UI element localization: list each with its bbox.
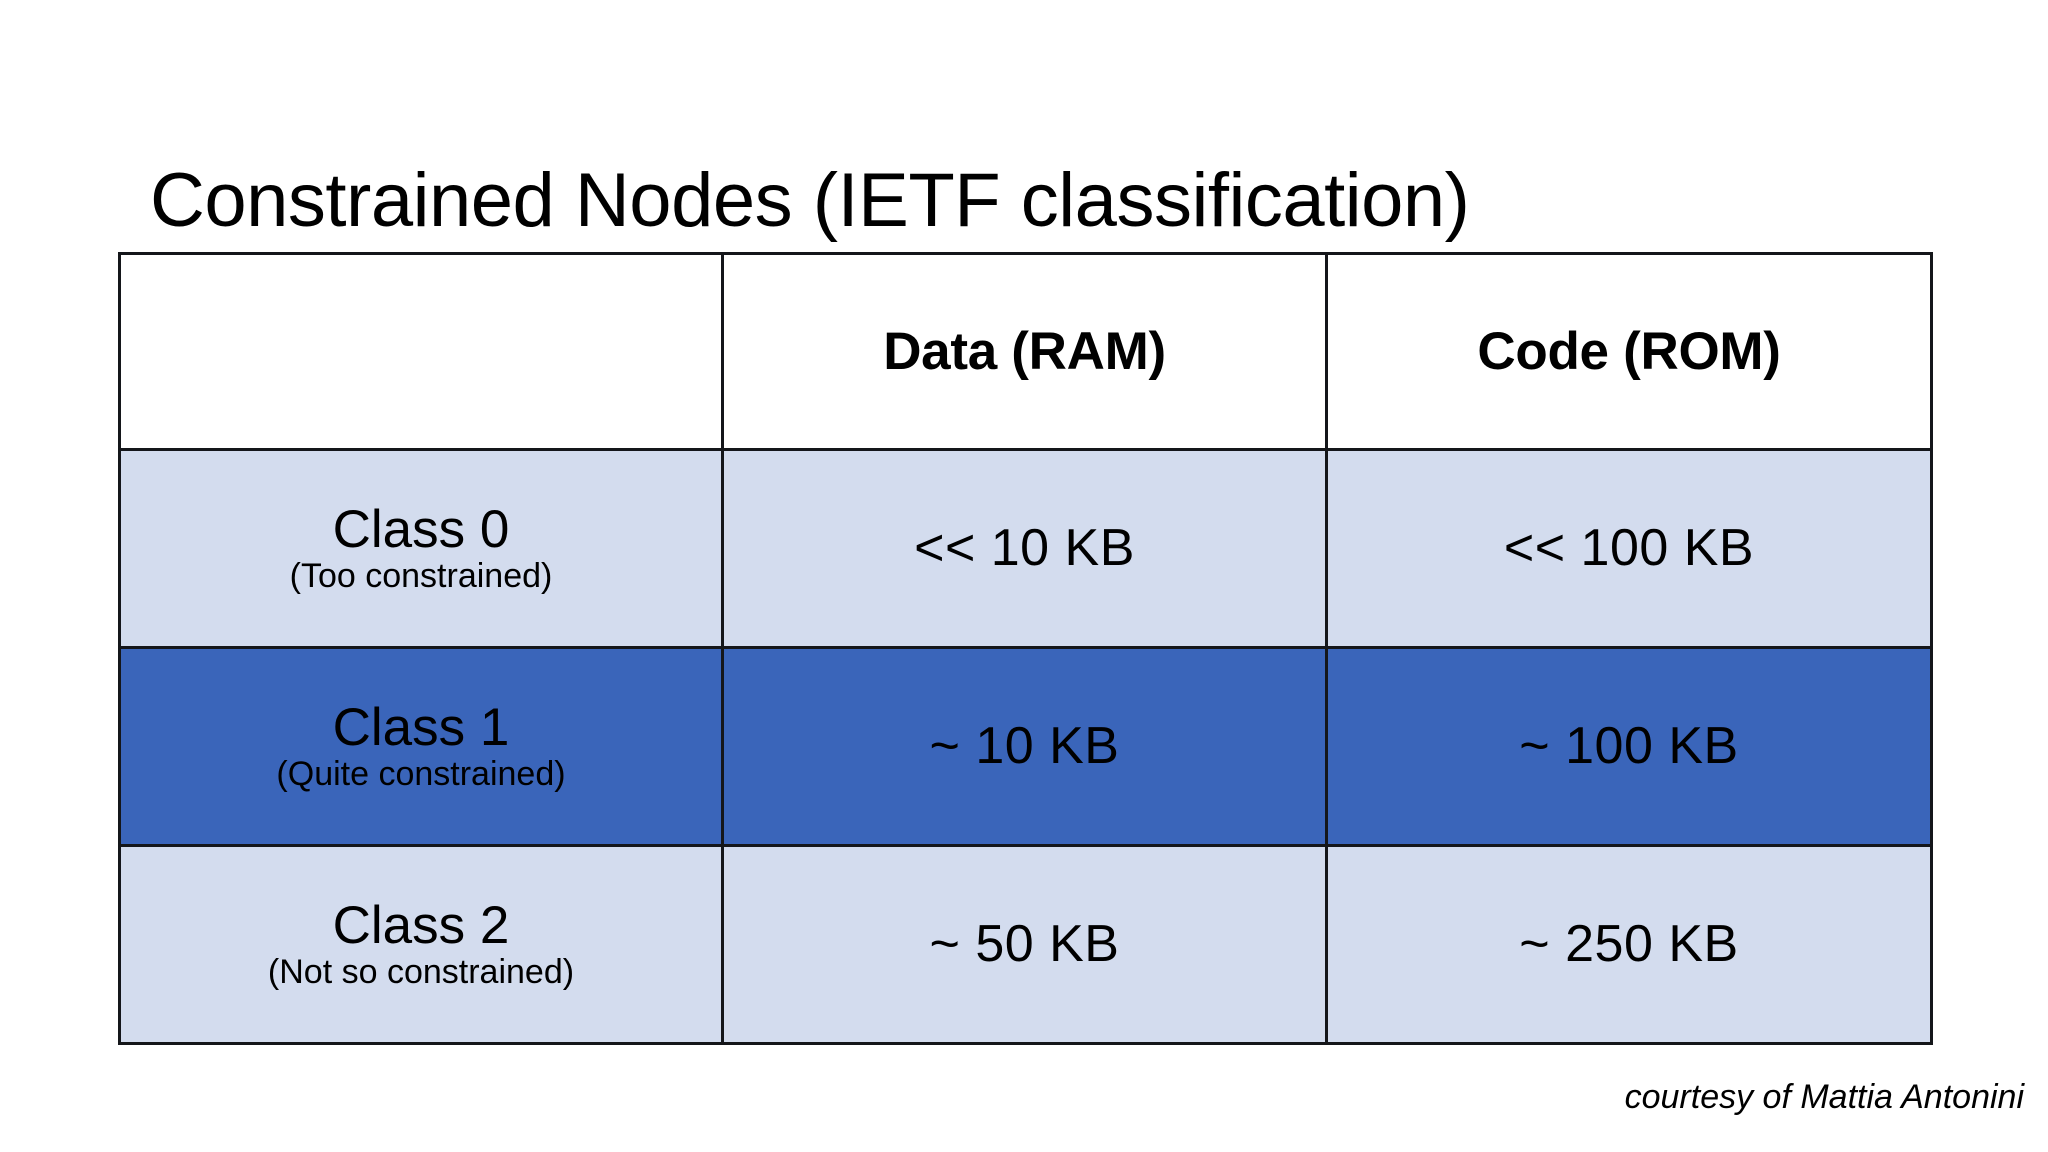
- table-cell-ram: ~ 50 KB: [721, 844, 1328, 1045]
- table-cell-class-label: Class 1 (Quite constrained): [118, 646, 724, 847]
- page-title: Constrained Nodes (IETF classification): [150, 157, 1470, 243]
- ram-value: ~ 10 KB: [929, 717, 1120, 776]
- rom-value: ~ 250 KB: [1519, 915, 1739, 974]
- constrained-nodes-table-wrapper: Data (RAM) Code (ROM) Class 0 (Too const…: [118, 252, 1933, 1045]
- table-cell-rom: ~ 100 KB: [1325, 646, 1933, 847]
- class-name: Class 2: [332, 895, 510, 955]
- table-cell-ram: ~ 10 KB: [721, 646, 1328, 847]
- table-row: Class 2 (Not so constrained) ~ 50 KB ~ 2…: [118, 844, 1933, 1045]
- table-cell-class-label: Class 2 (Not so constrained): [118, 844, 724, 1045]
- ram-value: << 10 KB: [914, 519, 1135, 578]
- class-note: (Too constrained): [289, 557, 553, 596]
- constrained-nodes-table: Data (RAM) Code (ROM) Class 0 (Too const…: [118, 252, 1933, 1045]
- rom-value: ~ 100 KB: [1519, 717, 1739, 776]
- table-header-code-rom: Code (ROM): [1325, 252, 1933, 451]
- table-cell-class-label: Class 0 (Too constrained): [118, 448, 724, 649]
- table-cell-rom: << 100 KB: [1325, 448, 1933, 649]
- table-cell-rom: ~ 250 KB: [1325, 844, 1933, 1045]
- class-name: Class 0: [332, 499, 510, 559]
- table-header-row: Data (RAM) Code (ROM): [118, 252, 1933, 451]
- ram-value: ~ 50 KB: [929, 915, 1120, 974]
- table-row: Class 0 (Too constrained) << 10 KB << 10…: [118, 448, 1933, 649]
- class-note: (Quite constrained): [276, 755, 566, 794]
- table-row: Class 1 (Quite constrained) ~ 10 KB ~ 10…: [118, 646, 1933, 847]
- rom-value: << 100 KB: [1503, 519, 1755, 578]
- table-cell-ram: << 10 KB: [721, 448, 1328, 649]
- class-note: (Not so constrained): [267, 953, 575, 992]
- credit-attribution: courtesy of Mattia Antonini: [1624, 1078, 2024, 1116]
- table-header-corner: [118, 252, 724, 451]
- class-name: Class 1: [332, 697, 510, 757]
- table-header-data-ram: Data (RAM): [721, 252, 1328, 451]
